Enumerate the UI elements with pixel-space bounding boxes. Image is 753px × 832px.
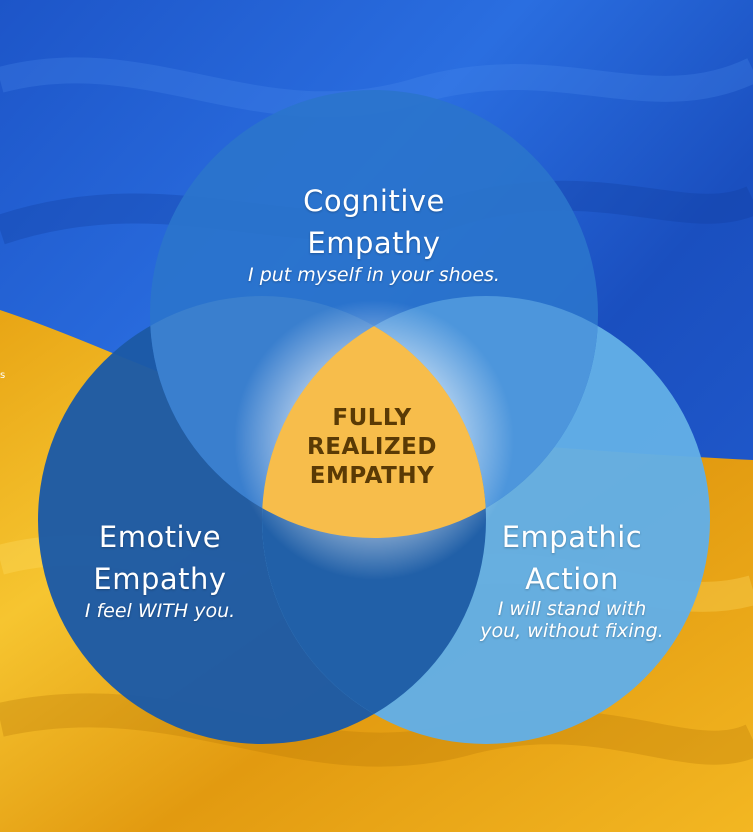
emotive-empathy-title-line1: Emotive (98, 520, 222, 554)
emotive-empathy-label: Emotive Empathy I feel WITH you. (60, 516, 260, 622)
emotive-empathy-title-line2: Empathy (93, 562, 227, 596)
empathic-action-title-line2: Action (525, 562, 619, 596)
empathic-action-label: Empathic Action I will stand with you, w… (462, 516, 682, 642)
fully-realized-empathy-region (262, 296, 486, 538)
edge-mark: s (0, 370, 6, 381)
empathic-action-subtitle-line1: I will stand with (497, 598, 647, 620)
center-line1: FULLY (332, 405, 412, 431)
cognitive-empathy-title-line2: Empathy (307, 226, 441, 260)
center-line3: EMPATHY (309, 463, 435, 489)
cognitive-empathy-title-line1: Cognitive (303, 184, 445, 218)
empathic-action-title-line1: Empathic (501, 520, 643, 554)
fully-realized-empathy-label: FULLY REALIZED EMPATHY (282, 404, 462, 491)
empathic-action-subtitle-line2: you, without fixing. (480, 620, 664, 642)
emotive-empathy-subtitle: I feel WITH you. (84, 600, 236, 622)
cognitive-empathy-subtitle: I put myself in your shoes. (248, 264, 500, 286)
center-line2: REALIZED (307, 434, 437, 460)
cognitive-empathy-label: Cognitive Empathy I put myself in your s… (224, 180, 524, 286)
